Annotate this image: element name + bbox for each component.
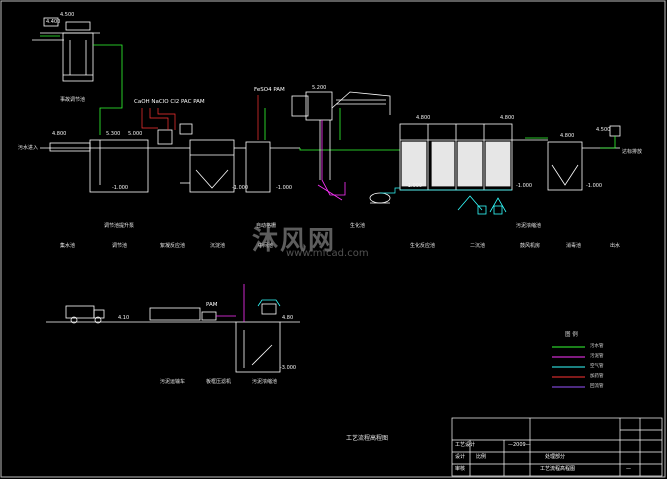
- dosing-box: [157, 123, 193, 145]
- watermark-url: www.mfcad.com: [286, 248, 369, 259]
- blower: [369, 192, 391, 204]
- elev-grit2: 5.000: [128, 131, 143, 137]
- elev-final: 4.800: [560, 133, 575, 139]
- top-sump: [32, 17, 100, 82]
- sludge-truck: [46, 305, 236, 324]
- tb-scale: 比例: [476, 454, 487, 460]
- tank-label-2: 絮凝反应池: [160, 243, 186, 249]
- lower-sludge-pipe: [216, 284, 245, 322]
- elev-tank-a: 4.800: [416, 115, 431, 121]
- tb-num2: —: [626, 466, 631, 472]
- mid-label-2: 污泥浓缩池: [516, 223, 542, 229]
- elev-grit: 5.300: [106, 131, 121, 137]
- elev-lower-right: 4.80: [282, 315, 294, 321]
- elev-low-e: -1.000: [586, 183, 603, 189]
- flocculation-tank: [175, 139, 235, 193]
- label-inlet: 污水进入: [18, 145, 39, 151]
- elev-low-d: -1.000: [516, 183, 533, 189]
- elev-grit-bottom: -1.000: [112, 185, 129, 191]
- elev-inlet: 4.800: [52, 131, 67, 137]
- label-outlet: 达标排放: [622, 149, 643, 155]
- sludge-pipe: [317, 120, 346, 201]
- label-upper-0: 事故调节池: [60, 97, 86, 103]
- sedimentation-tank: [234, 141, 300, 193]
- mid-label-1: 生化池: [350, 223, 366, 229]
- elev-lower-bottom: -3.000: [280, 365, 297, 371]
- legend-lines: [552, 346, 585, 388]
- lower-cyan-pipe: [257, 299, 281, 307]
- tb-dept: 工艺设计: [455, 442, 476, 448]
- elev-top-right: 4.500: [596, 127, 611, 133]
- aerators: [457, 195, 507, 215]
- lower-label-1: 板框压滤机: [206, 379, 232, 385]
- drawing-title: 工艺流程高程图: [346, 435, 389, 442]
- tank-label-0: 集水池: [60, 243, 76, 249]
- elev-low-a: -1.000: [232, 185, 249, 191]
- elev-tank-b: 4.800: [500, 115, 515, 121]
- tank-label-9: 出水: [610, 243, 621, 249]
- elev-lower-left: 4.10: [118, 315, 130, 321]
- mid-sewage-pipe: [264, 108, 400, 151]
- elev-low-c: -1.000: [406, 183, 423, 189]
- watermark-logo: 沐风网: [252, 226, 337, 256]
- tank-label-4: 中间池: [258, 243, 274, 249]
- chem-pipe-1: [141, 108, 176, 130]
- tank-label-7: 鼓风机房: [520, 243, 541, 249]
- bio-reactor: [399, 123, 513, 191]
- legend-title: 图 例: [565, 332, 578, 338]
- upper-sewage-pipe: [40, 35, 123, 135]
- air-pipe: [380, 187, 512, 194]
- tank-label-3: 沉淀池: [210, 243, 226, 249]
- tank-label-1: 调节池: [112, 243, 128, 249]
- filter-press: [149, 307, 217, 321]
- screen-building: [291, 91, 391, 180]
- tank-label-5: 生化反应池: [410, 243, 436, 249]
- lower-label-2: 污泥浓缩池: [252, 379, 278, 385]
- legend-item-1: 污泥管: [590, 354, 604, 359]
- mid-label-0: 自动格栅: [256, 223, 277, 229]
- elev-sump-top: 4.500: [60, 12, 75, 18]
- chem-dose-3: PAM: [206, 302, 218, 308]
- title-block-lines: [451, 417, 663, 477]
- tb-drawing-name: 工艺流程高程图: [540, 466, 576, 472]
- tank-label-8: 消毒池: [566, 243, 582, 249]
- legend-item-2: 空气管: [590, 364, 604, 369]
- tb-number: —2009—: [508, 442, 531, 448]
- lower-label-0: 污泥运输车: [160, 379, 186, 385]
- tb-check: 审核: [455, 466, 466, 472]
- chem-dose-1: CaOH NaClO Cl2 PAC PAM: [134, 99, 205, 105]
- legend-item-4: 回流管: [590, 384, 604, 389]
- tb-project: 处理部分: [545, 454, 566, 460]
- legend-item-3: 加药管: [590, 374, 604, 379]
- tank-label-6: 二沉池: [470, 243, 486, 249]
- elev-low-b: -1.000: [276, 185, 293, 191]
- thickener: [235, 303, 300, 373]
- grit-chamber: [40, 139, 175, 193]
- outlet-pipe: [525, 136, 616, 149]
- elev-reactor-top: 5.200: [312, 85, 327, 91]
- tb-design: 设计: [455, 454, 466, 460]
- elev-sump-a: 4.400: [46, 19, 61, 25]
- label-upper-1: 调节池提升泵: [104, 223, 135, 229]
- legend-item-0: 污水管: [590, 344, 604, 349]
- chem-dose-2: FeSO4 PAM: [254, 87, 285, 93]
